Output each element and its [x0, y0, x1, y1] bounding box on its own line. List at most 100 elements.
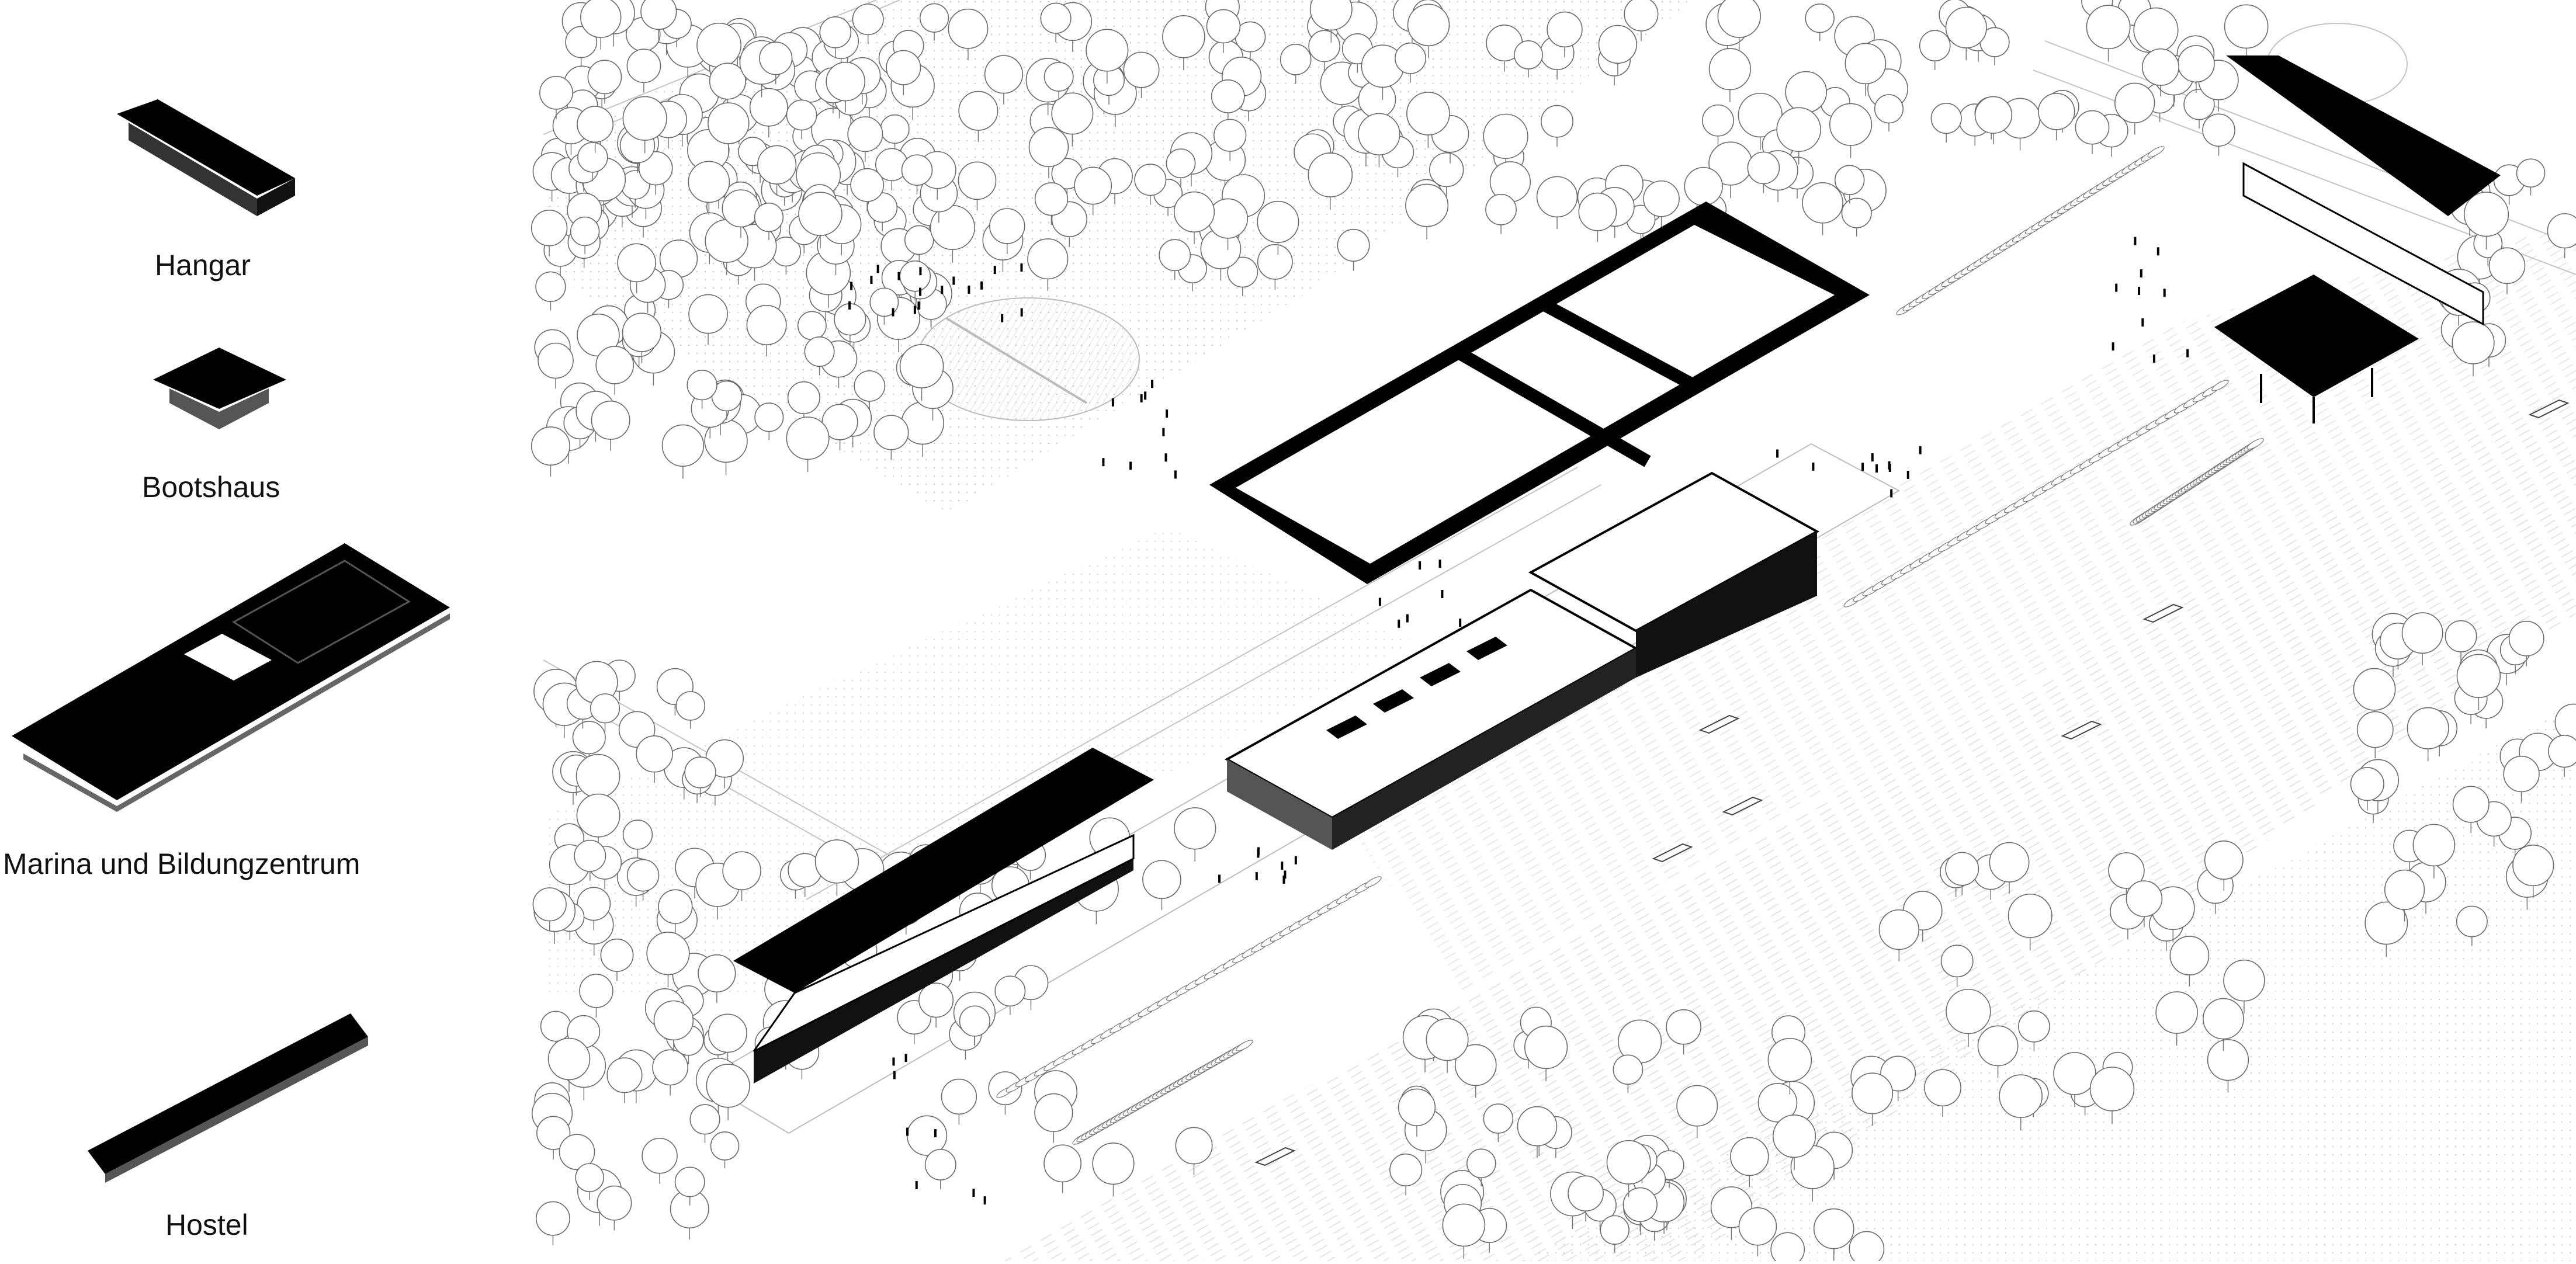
tree-icon — [1040, 2, 1072, 43]
tree-icon — [675, 691, 705, 729]
person-icon — [1129, 461, 1132, 470]
tree-icon — [786, 416, 830, 473]
tree-icon — [2548, 734, 2576, 777]
legend-label-hostel: Hostel — [165, 1209, 248, 1241]
tree-icon — [1074, 166, 1112, 216]
tree-icon — [1945, 6, 1987, 60]
legend-label-marina: Marina und Bildungzentrum — [3, 848, 360, 880]
tree-icon — [708, 1013, 747, 1064]
tree-icon — [2108, 852, 2145, 900]
tree-icon — [989, 208, 1025, 254]
tree-icon — [1813, 1208, 1854, 1261]
tree-icon — [2155, 991, 2198, 1046]
tree-icon — [984, 55, 1024, 105]
person-icon — [1888, 461, 1891, 470]
tree-icon — [1946, 988, 1991, 1047]
person-icon — [1102, 458, 1105, 467]
tree-icon — [587, 60, 622, 104]
tree-icon — [1173, 191, 1215, 244]
tree-icon — [1802, 182, 1843, 235]
tree-icon — [574, 839, 606, 881]
person-icon — [917, 301, 920, 310]
tree-icon — [1028, 127, 1069, 179]
tree-icon — [994, 975, 1026, 1015]
person-icon — [1438, 560, 1441, 568]
person-icon — [2157, 247, 2159, 256]
legend-hangar-icon — [117, 99, 295, 216]
person-icon — [1282, 876, 1285, 884]
tree-icon — [746, 304, 787, 357]
marina-building — [1224, 471, 1820, 850]
tree-icon — [674, 1166, 705, 1206]
tree-icon — [1051, 92, 1094, 147]
tree-icon — [1924, 1069, 1961, 1117]
lake — [1344, 222, 2576, 993]
tree-icon — [2350, 767, 2384, 811]
person-icon — [1875, 464, 1878, 473]
tree-icon — [617, 243, 656, 293]
tree-icon — [1524, 1025, 1568, 1082]
person-icon — [850, 282, 853, 290]
tree-icon — [1536, 176, 1578, 230]
person-icon — [1166, 409, 1169, 418]
tree-icon — [577, 142, 608, 182]
tree-icon — [646, 932, 690, 988]
tree-icon — [1945, 852, 1979, 895]
person-icon — [1284, 870, 1287, 879]
tree-icon — [689, 1104, 720, 1143]
tree-icon — [661, 424, 705, 479]
tree-icon — [1214, 119, 1247, 161]
tree-icon — [1034, 1093, 1073, 1143]
person-icon — [1218, 874, 1221, 883]
circular-plaza — [917, 297, 1140, 421]
tree-icon — [704, 419, 748, 475]
moored-boat-icon — [2147, 146, 2165, 158]
person-icon — [980, 281, 983, 290]
tree-icon — [1442, 1203, 1486, 1259]
tree-icon — [1874, 94, 1904, 132]
person-icon — [1164, 453, 1167, 462]
tree-icon — [1174, 807, 1216, 862]
tree-icon — [1280, 44, 1312, 84]
tree-icon — [1738, 1207, 1777, 1256]
tree-icon — [708, 102, 750, 156]
tree-icon — [948, 8, 989, 61]
person-icon — [893, 1071, 896, 1079]
person-icon — [848, 301, 851, 310]
tree-icon — [1730, 1137, 1769, 1187]
tree-icon — [709, 62, 746, 110]
moored-boat-icon — [1364, 876, 1382, 888]
tree-icon — [1162, 15, 1205, 71]
tree-icon — [640, 0, 677, 40]
person-icon — [1255, 872, 1258, 881]
tree-icon — [2075, 110, 2110, 154]
person-icon — [952, 276, 955, 285]
tree-icon — [1849, 1231, 1885, 1264]
tree-icon — [1541, 105, 1573, 147]
tree-icon — [1206, 9, 1241, 53]
tree-icon — [622, 96, 667, 154]
person-icon — [1144, 391, 1147, 400]
person-icon — [1906, 470, 1909, 479]
tree-icon — [2169, 936, 2210, 987]
tree-icon — [595, 346, 635, 395]
person-icon — [1162, 428, 1165, 436]
lower-park-field — [543, 526, 1414, 993]
tree-icon — [1429, 152, 1464, 197]
tree-icon — [1142, 860, 1181, 910]
tree-icon — [1767, 1037, 1812, 1095]
tree-icon — [2183, 89, 2215, 129]
tree-icon — [642, 1138, 678, 1184]
tree-icon — [636, 735, 673, 783]
person-icon — [1406, 614, 1409, 623]
tree-icon — [850, 168, 885, 211]
person-icon — [1871, 453, 1874, 462]
tree-icon — [1123, 51, 1160, 98]
person-icon — [1812, 462, 1815, 471]
tree-icon — [2452, 786, 2490, 834]
tree-icon — [626, 859, 660, 901]
boat-icon — [1254, 1147, 1296, 1166]
person-icon — [904, 1054, 907, 1062]
tree-icon — [706, 1064, 750, 1120]
tree-icon — [819, 16, 852, 57]
